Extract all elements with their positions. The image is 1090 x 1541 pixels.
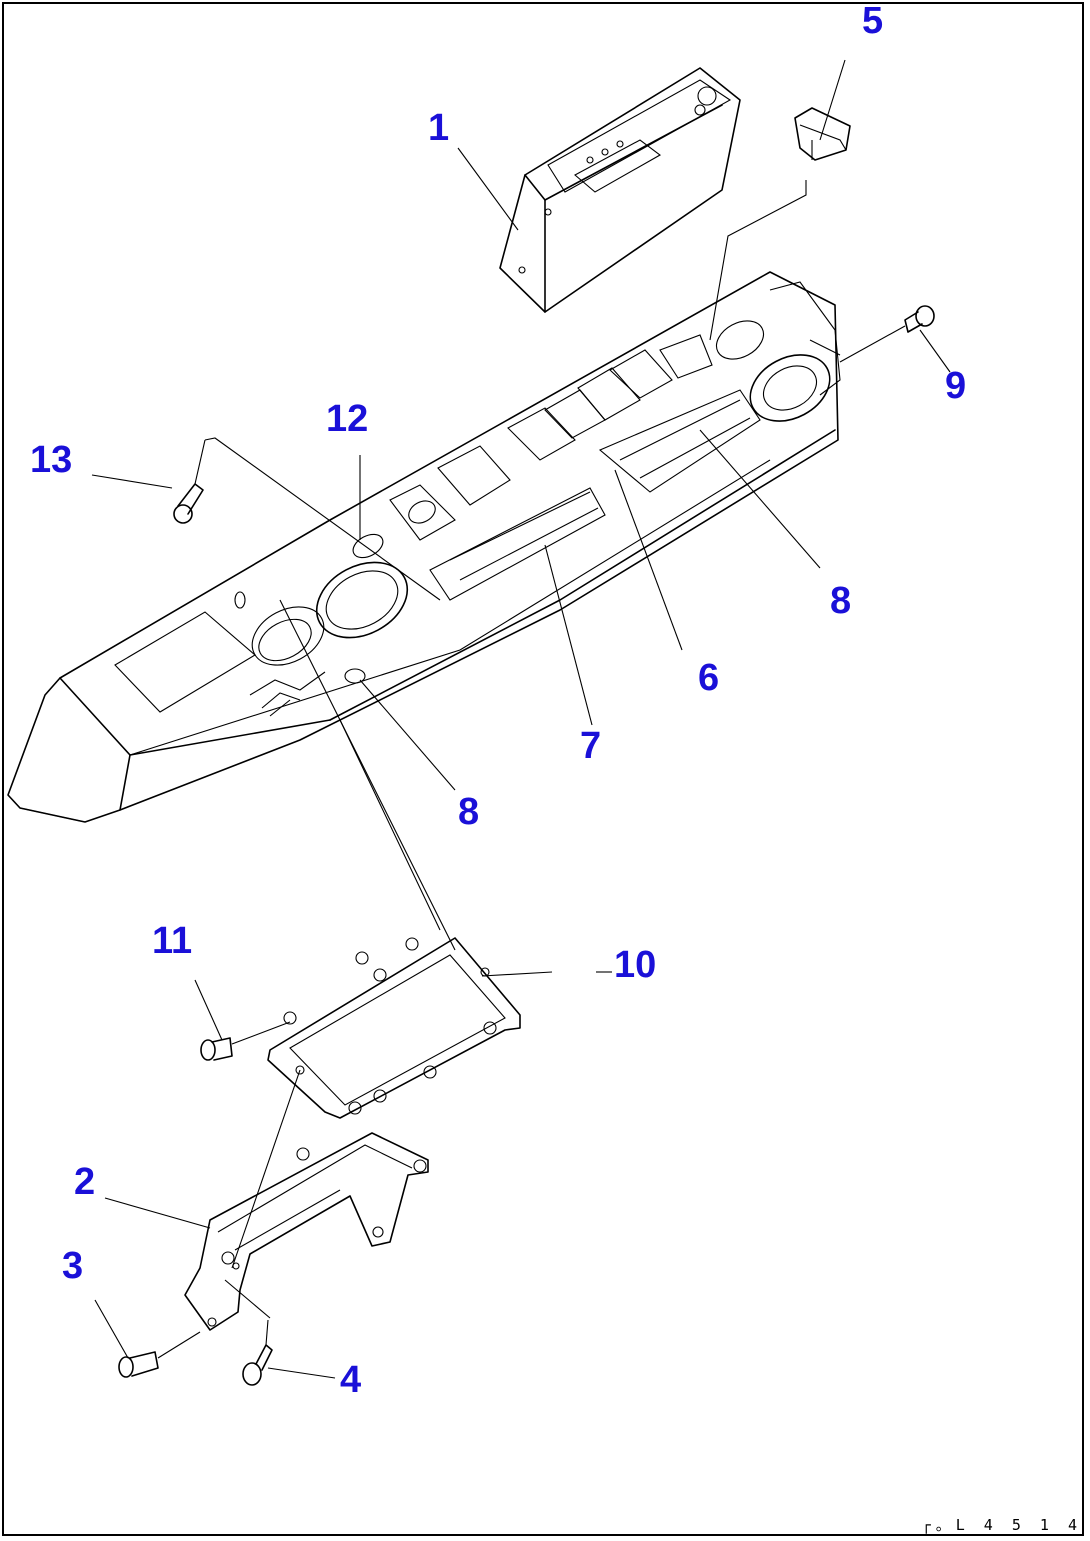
callout-3: 3 xyxy=(62,1245,83,1287)
callout-2: 2 xyxy=(74,1161,95,1203)
part-13-bolt xyxy=(173,483,204,524)
part-5-cover-cap xyxy=(794,107,851,161)
drawing-code: ┌。L 4 5 1 4 xyxy=(921,1516,1082,1534)
leader-lines xyxy=(91,59,951,1379)
callout-9: 9 xyxy=(945,365,966,407)
callout-12: 12 xyxy=(326,398,368,440)
callout-7: 7 xyxy=(580,725,601,767)
callout-labels: 1 2 3 4 5 6 7 8 8 9 10 11 12 13 xyxy=(30,0,966,1401)
callout-6: 6 xyxy=(698,657,719,699)
part-11-bolt xyxy=(200,1021,291,1061)
callout-1: 1 xyxy=(428,107,449,149)
callout-5: 5 xyxy=(862,0,883,42)
callout-4: 4 xyxy=(340,1359,361,1401)
callout-8-right: 8 xyxy=(830,580,851,622)
callout-8-left: 8 xyxy=(458,791,479,833)
part-9-bolt xyxy=(839,305,935,363)
main-console-body xyxy=(7,271,841,823)
callout-11: 11 xyxy=(152,920,192,962)
part-4-bolt xyxy=(242,1319,273,1386)
callout-10: 10 xyxy=(614,944,656,986)
callout-13: 13 xyxy=(30,439,72,481)
part-1-monitor-unit xyxy=(499,67,741,313)
part-3-screw xyxy=(118,1331,201,1378)
part-2-bracket xyxy=(184,1132,429,1331)
part-10-mounting-plate xyxy=(267,937,521,1119)
